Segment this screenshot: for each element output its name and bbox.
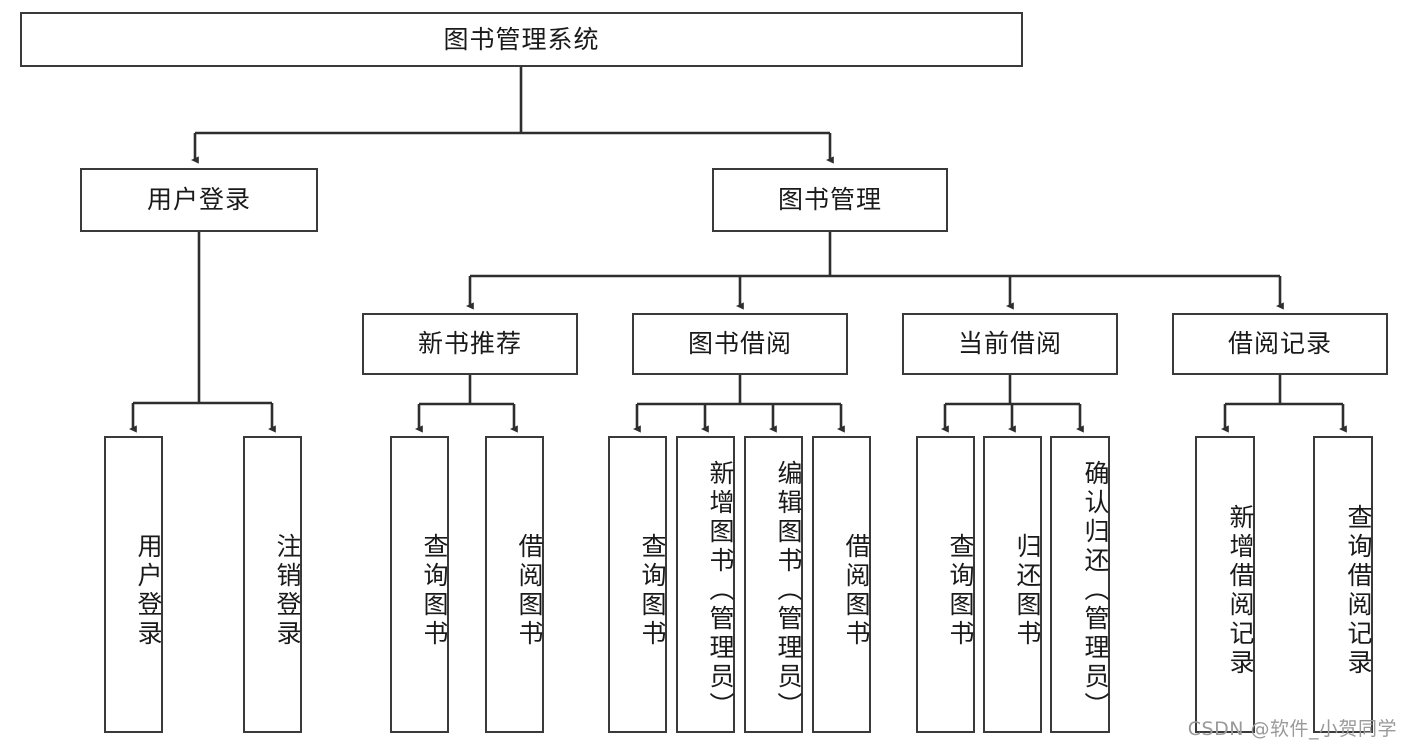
node-label: 新书推荐 [417, 329, 522, 359]
leaf-new-book-query-book[interactable]: 查询图书 [390, 436, 449, 733]
node-label: 查询借阅记录 [1344, 503, 1373, 678]
leaf-borrow-record-query-record[interactable]: 查询借阅记录 [1313, 436, 1373, 733]
leaf-current-borrow-return-book[interactable]: 归还图书 [983, 436, 1042, 733]
leaf-current-borrow-confirm-return-admin[interactable]: 确认归还（管理员） [1050, 436, 1110, 733]
node-new-book-recommendation[interactable]: 新书推荐 [362, 313, 578, 375]
leaf-book-borrow-borrow-book[interactable]: 借阅图书 [812, 436, 871, 733]
node-label: 图书管理 [777, 185, 882, 215]
node-label: 查询图书 [638, 532, 667, 649]
leaf-new-book-borrow-book[interactable]: 借阅图书 [485, 436, 544, 733]
leaf-book-borrow-query-book[interactable]: 查询图书 [608, 436, 667, 733]
node-current-borrow[interactable]: 当前借阅 [902, 313, 1118, 375]
node-label: 归还图书 [1013, 532, 1042, 649]
node-user-login[interactable]: 用户登录 [80, 168, 318, 232]
node-label: 新增图书（管理员） [706, 460, 735, 721]
node-label: 注销登录 [273, 532, 302, 649]
leaf-user-login-logout[interactable]: 注销登录 [243, 436, 302, 733]
node-root-book-management-system[interactable]: 图书管理系统 [20, 12, 1023, 67]
node-label: 编辑图书（管理员） [774, 460, 803, 721]
node-label: 当前借阅 [957, 329, 1062, 359]
node-label: 图书借阅 [687, 329, 792, 359]
node-label: 借阅图书 [842, 532, 871, 649]
node-label: 确认归还（管理员） [1081, 460, 1110, 721]
node-label: 图书管理系统 [443, 24, 600, 54]
node-label: 用户登录 [134, 532, 163, 649]
csdn-watermark: CSDN @软件_小贺同学 [1187, 718, 1397, 740]
leaf-borrow-record-add-record[interactable]: 新增借阅记录 [1195, 436, 1255, 733]
node-label: 借阅记录 [1227, 329, 1332, 359]
node-label: 查询图书 [946, 532, 975, 649]
node-book-borrow[interactable]: 图书借阅 [632, 313, 848, 375]
node-borrow-record[interactable]: 借阅记录 [1172, 313, 1388, 375]
leaf-user-login-login[interactable]: 用户登录 [104, 436, 163, 733]
node-label: 用户登录 [146, 185, 251, 215]
leaf-current-borrow-query-book[interactable]: 查询图书 [916, 436, 975, 733]
node-book-management[interactable]: 图书管理 [712, 168, 948, 232]
node-label: 借阅图书 [515, 532, 544, 649]
node-label: 新增借阅记录 [1226, 503, 1255, 678]
node-label: 查询图书 [420, 532, 449, 649]
leaf-book-borrow-edit-book-admin[interactable]: 编辑图书（管理员） [744, 436, 803, 733]
leaf-book-borrow-add-book-admin[interactable]: 新增图书（管理员） [676, 436, 735, 733]
